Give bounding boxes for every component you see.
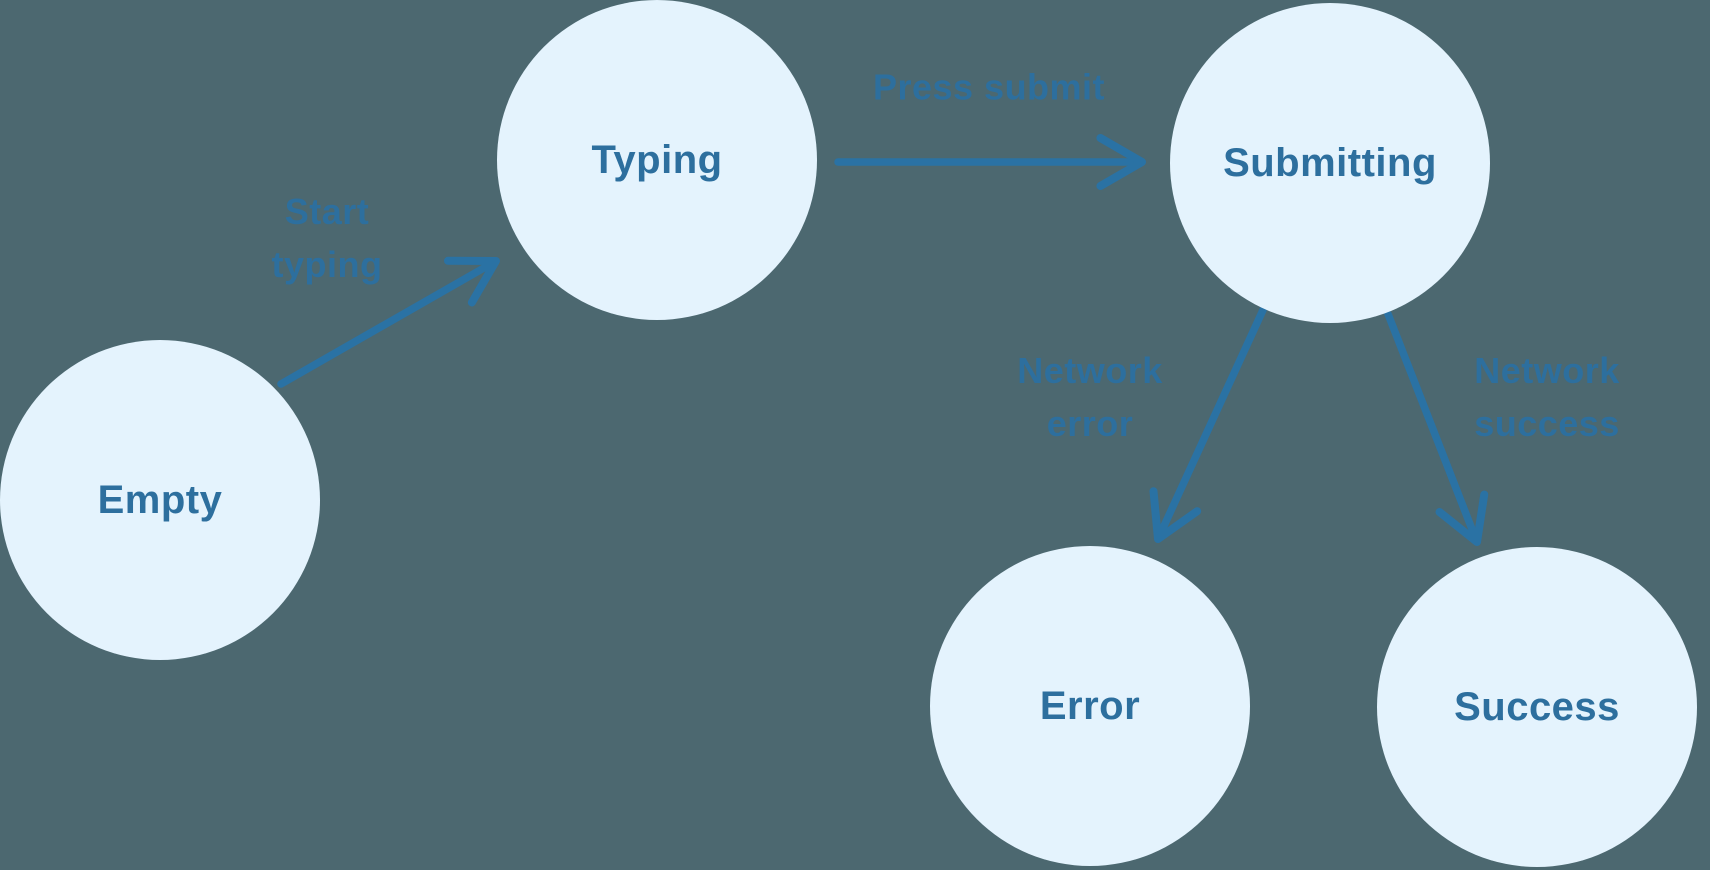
transition-label-network-success: Network success: [1474, 344, 1620, 450]
transition-label-start-typing: Start typing: [272, 185, 383, 291]
state-node-typing[interactable]: Typing: [497, 0, 817, 320]
state-node-error[interactable]: Error: [930, 546, 1250, 866]
state-node-empty[interactable]: Empty: [0, 340, 320, 660]
transition-label-press-submit: Press submit: [873, 61, 1105, 114]
transition-label-network-error: Network error: [1017, 344, 1163, 450]
state-label-typing: Typing: [591, 137, 723, 182]
transition-label-line: typing: [271, 244, 383, 285]
transition-label-line: Press submit: [872, 66, 1106, 108]
state-node-success[interactable]: Success: [1377, 547, 1697, 867]
transition-label-line: Network: [1474, 350, 1620, 391]
transition-label-line: Start: [284, 191, 370, 232]
state-label-success: Success: [1454, 684, 1620, 729]
transition-label-line: success: [1474, 403, 1620, 444]
edge-arrow-start-typing: [277, 256, 500, 388]
state-label-empty: Empty: [97, 477, 223, 522]
transition-label-line: Network: [1017, 350, 1163, 391]
edge-arrow-network-success: [1384, 310, 1489, 546]
edge-arrow-network-error: [1149, 306, 1267, 543]
edge-arrow-press-submit: [834, 134, 1146, 190]
state-label-submitting: Submitting: [1223, 140, 1437, 185]
state-label-error: Error: [1039, 683, 1141, 728]
transition-label-line: error: [1046, 403, 1134, 444]
state-node-submitting[interactable]: Submitting: [1170, 3, 1490, 323]
